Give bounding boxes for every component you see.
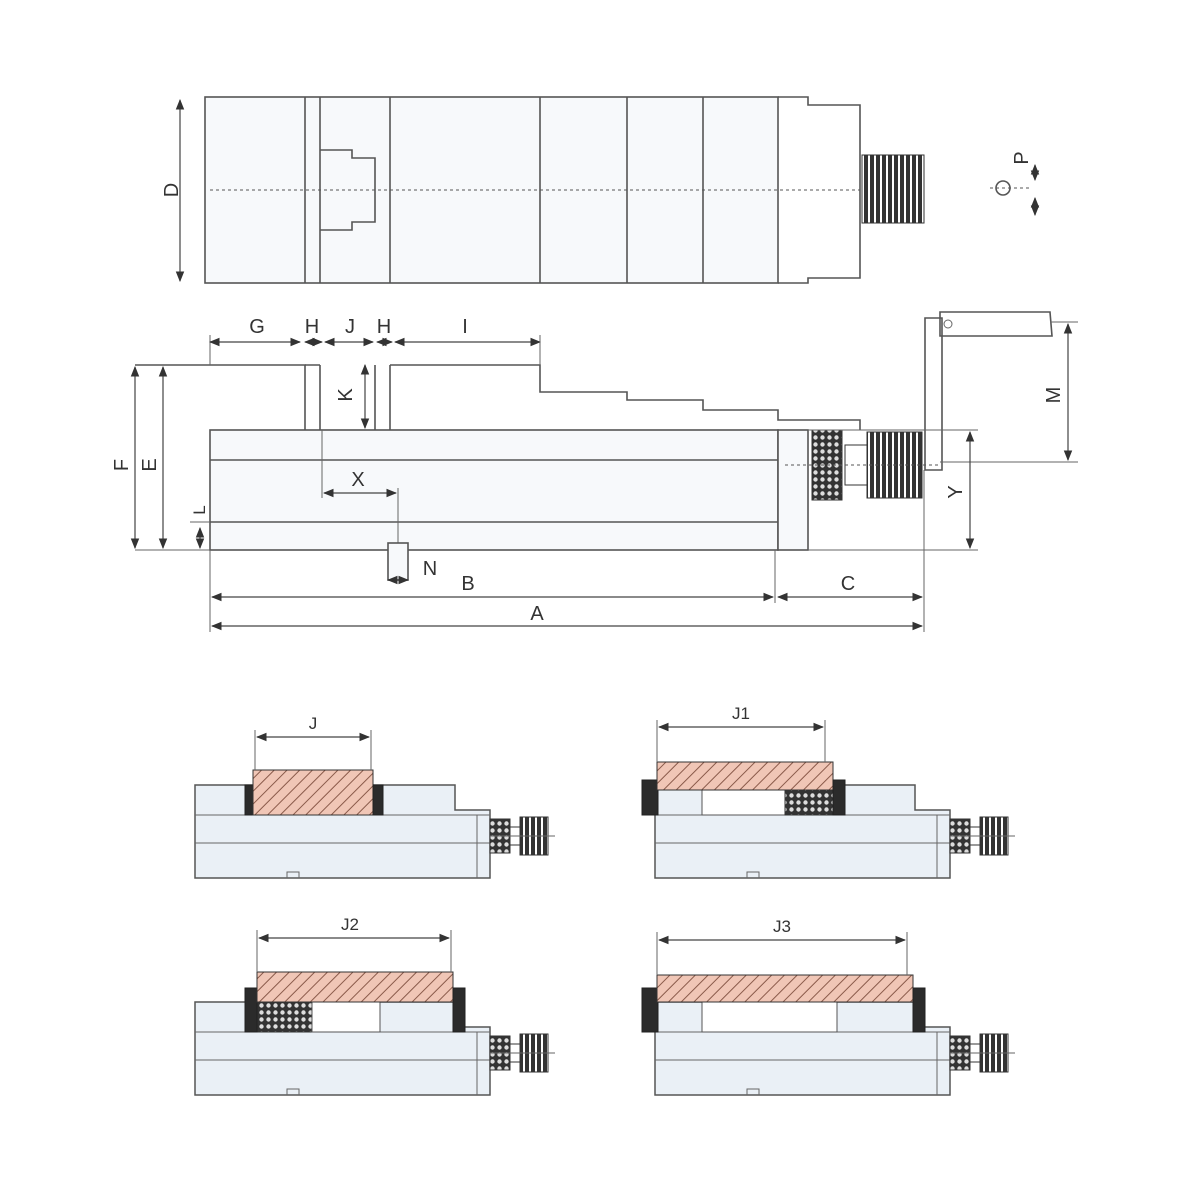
dim-label-c: C bbox=[841, 573, 855, 595]
dim-label-e: E bbox=[139, 458, 161, 471]
dim-label-j: J bbox=[345, 316, 355, 338]
config-j2: J2 bbox=[194, 915, 556, 1096]
dim-label-g: G bbox=[249, 316, 265, 338]
dim-label-y: Y bbox=[945, 485, 967, 498]
dim-label-i: I bbox=[462, 316, 468, 338]
config-j: J bbox=[194, 714, 556, 879]
config-label: J3 bbox=[773, 917, 791, 936]
dim-label-h: H bbox=[377, 316, 391, 338]
key-slot bbox=[387, 542, 409, 581]
dim-label-p: P bbox=[1011, 151, 1033, 164]
dim-label-d: D bbox=[161, 183, 183, 197]
config-label: J1 bbox=[732, 704, 750, 723]
dim-label-m: M bbox=[1043, 387, 1065, 404]
dim-label-x: X bbox=[351, 469, 364, 491]
workpiece bbox=[656, 761, 834, 791]
side-view: G H J H I K F E L X N B C A M bbox=[111, 311, 1078, 632]
dim-label-n: N bbox=[423, 558, 437, 580]
config-j3: J3 bbox=[641, 917, 1016, 1096]
crank-handle[interactable] bbox=[924, 311, 1053, 471]
dim-label-h: H bbox=[305, 316, 319, 338]
dim-label-l: L bbox=[190, 505, 209, 514]
dim-label-k: K bbox=[335, 388, 357, 402]
workpiece bbox=[656, 974, 914, 1003]
config-j1: J1 bbox=[641, 704, 1016, 879]
config-label: J bbox=[309, 714, 318, 733]
top-view: D P bbox=[161, 96, 1040, 284]
handwheel-knob bbox=[861, 154, 925, 224]
dim-label-b: B bbox=[461, 573, 474, 595]
config-label: J2 bbox=[341, 915, 359, 934]
dim-label-f: F bbox=[111, 459, 133, 471]
dim-label-a: A bbox=[530, 603, 544, 625]
workpiece bbox=[256, 971, 454, 1003]
workpiece bbox=[252, 769, 374, 816]
